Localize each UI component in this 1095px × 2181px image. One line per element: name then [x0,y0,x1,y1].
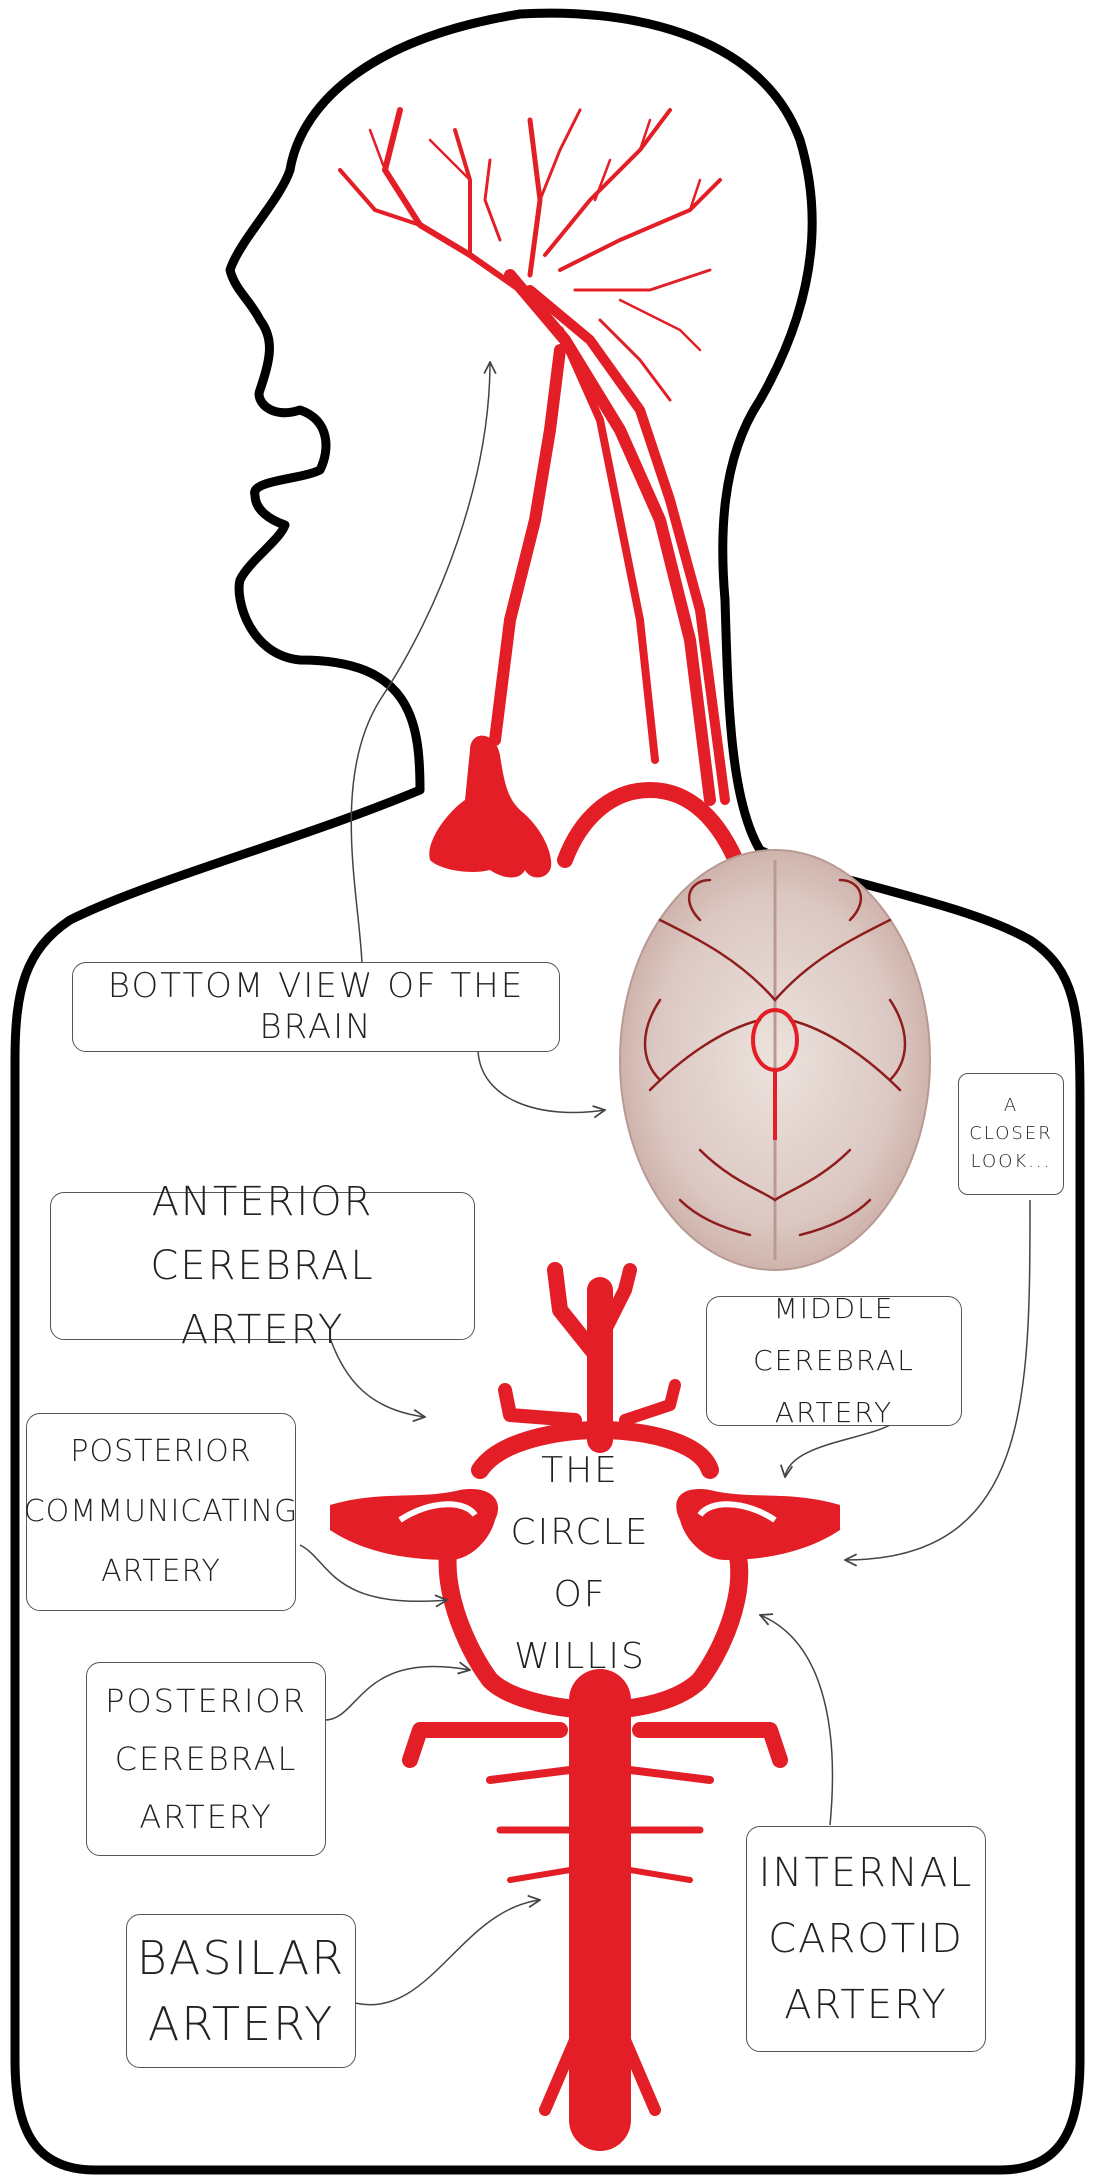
circle-of-willis [330,1262,840,2151]
circle-title-line-4: Willis [514,1636,646,1677]
label-internal-carotid-line-3: Artery [784,1982,948,2028]
label-posterior-cerebral-line-2: Cerebral [114,1740,298,1778]
label-posterior-cerebral-line-1: Posterior [105,1682,307,1720]
brain-bottom-view [619,849,931,1271]
circle-of-willis-title: The Circle of Willis [500,1440,660,1688]
label-anterior-cerebral-line-2: Artery [180,1307,345,1353]
label-internal-carotid-line-2: Carotid [768,1916,964,1962]
label-posterior-communicating: Posterior Communicating Artery [23,1413,299,1611]
circle-title-line-2: Circle [510,1512,650,1553]
circle-title-line-3: of [553,1574,607,1615]
label-basilar: Basilar Artery [126,1914,356,2068]
label-anterior-cerebral: Anterior Cerebral Artery [50,1179,475,1353]
label-posterior-communicating-line-2: Communicating [23,1494,299,1529]
label-internal-carotid: Internal Carotid Artery [746,1826,986,2052]
label-internal-carotid-line-1: Internal [758,1850,974,1896]
label-posterior-communicating-line-3: Artery [101,1554,221,1589]
label-closer-look: A CLOSER LOOK... [958,1073,1064,1195]
label-closer-look-line-1: A [1003,1095,1019,1116]
circle-title-line-1: The [541,1450,619,1491]
head-neck-arteries [338,107,748,878]
label-closer-look-line-3: LOOK... [970,1151,1052,1172]
label-basilar-line-1: Basilar [136,1931,346,1985]
label-posterior-cerebral-line-3: Artery [139,1798,273,1836]
label-middle-cerebral-line-2: Cerebral Artery [753,1344,915,1429]
leader-lines [299,362,1031,2006]
label-posterior-communicating-line-1: Posterior [70,1434,252,1469]
label-bottom-view-text: Bottom view of the brain [107,966,525,1047]
label-posterior-cerebral: Posterior Cerebral Artery [86,1662,326,1856]
aortic-arch [429,735,552,878]
label-middle-cerebral: Middle Cerebral Artery [706,1292,962,1429]
label-middle-cerebral-line-1: Middle [773,1292,895,1325]
label-closer-look-line-2: CLOSER [969,1123,1053,1144]
body-outline [10,8,1085,2175]
label-anterior-cerebral-line-1: Anterior Cerebral [150,1179,375,1289]
label-basilar-line-2: Artery [147,1997,335,2051]
label-bottom-view: Bottom view of the brain [72,962,560,1052]
